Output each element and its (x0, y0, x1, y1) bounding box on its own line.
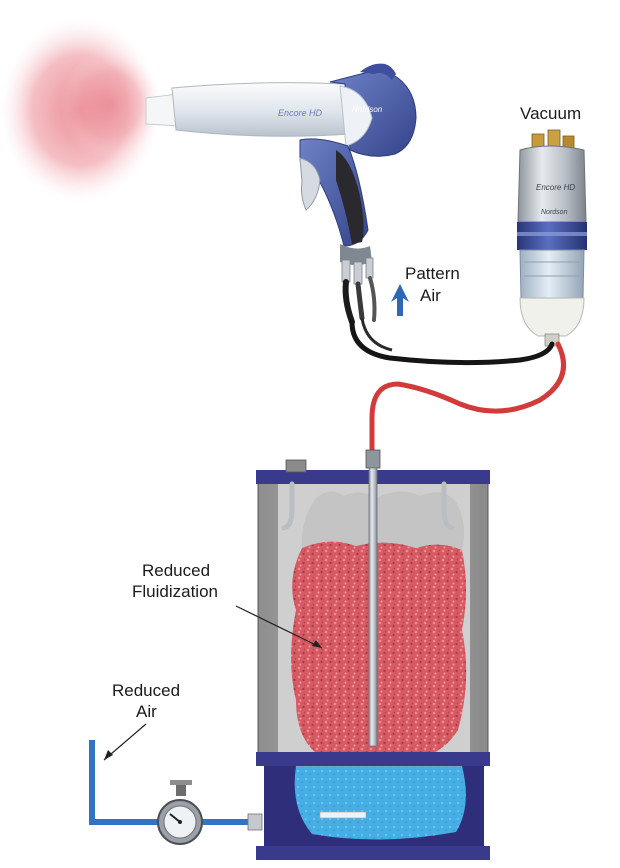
pattern-air-label-line2: Air (420, 286, 441, 305)
pump-brand-mark: Nordson (541, 209, 568, 216)
reduced-fluidization-label-line2: Fluidization (132, 582, 218, 601)
pressure-gauge-icon (157, 780, 203, 845)
air-supply-line (89, 740, 263, 831)
reduced-air-label-line2: Air (136, 702, 157, 721)
gun-brand-mark: Nordson (352, 105, 383, 114)
red-hose (369, 341, 567, 455)
black-hose (349, 319, 555, 366)
powder-spray-cloud (0, 18, 160, 202)
reduced-air-label-line1: Reduced (112, 681, 181, 700)
reduced-fluidization-leader (235, 605, 323, 649)
pattern-air-arrow-icon (391, 284, 409, 316)
vacuum-pump: Encore HD Nordson (517, 129, 587, 347)
powder-hopper (256, 449, 490, 860)
pattern-air-label-line1: Pattern (405, 264, 460, 283)
gun-model-mark: Encore HD (278, 108, 323, 118)
spray-gun: Encore HD Nordson (145, 63, 417, 325)
vacuum-label: Vacuum (520, 104, 582, 123)
pump-model-mark: Encore HD (536, 183, 575, 192)
reduced-fluidization-label-line1: Reduced (142, 561, 211, 580)
